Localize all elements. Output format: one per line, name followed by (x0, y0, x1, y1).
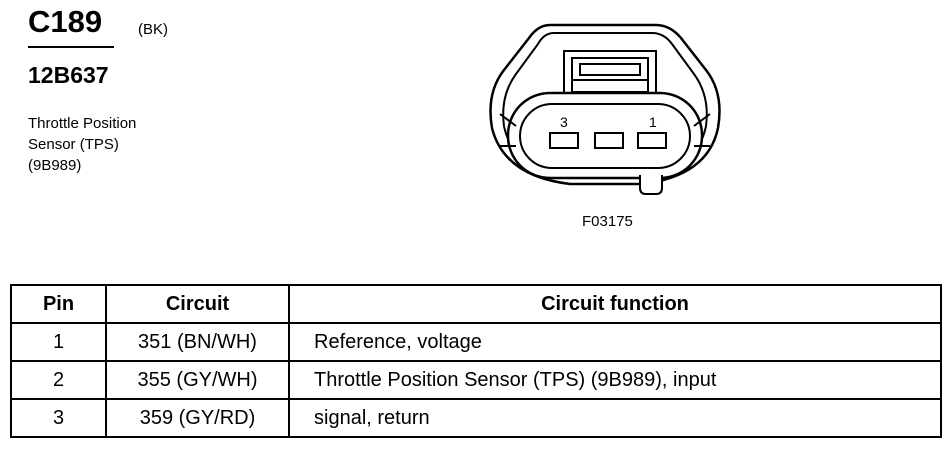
connector-id: C189 (28, 4, 103, 39)
terminal-2 (594, 132, 624, 149)
pinout-table: Pin Circuit Circuit function 1 351 (BN/W… (10, 284, 942, 438)
locking-tab-bar (579, 63, 641, 76)
cell-function: signal, return (288, 398, 942, 438)
key-notch (639, 175, 663, 195)
cell-function: Throttle Position Sensor (TPS) (9B989), … (288, 360, 942, 400)
header-circuit: Circuit (105, 284, 290, 324)
component-description: Throttle Position Sensor (TPS) (9B989) (28, 113, 136, 176)
connector-color-code: (BK) (138, 21, 168, 38)
header-pin: Pin (10, 284, 107, 324)
figure-code: F03175 (582, 213, 633, 230)
table-row: 3 359 (GY/RD) signal, return (10, 398, 942, 438)
cell-pin: 1 (10, 322, 107, 362)
part-number: 12B637 (28, 62, 109, 88)
connector-id-underline (28, 46, 114, 48)
cell-function: Reference, voltage (288, 322, 942, 362)
cell-circuit: 359 (GY/RD) (105, 398, 290, 438)
connector-face-diagram: 3 1 (489, 23, 721, 195)
component-description-line: Throttle Position (28, 115, 137, 132)
table-header-row: Pin Circuit Circuit function (10, 284, 942, 324)
component-description-line: (9B989) (28, 157, 82, 174)
table-row: 1 351 (BN/WH) Reference, voltage (10, 322, 942, 362)
cell-circuit: 351 (BN/WH) (105, 322, 290, 362)
housing-ridge (693, 113, 711, 127)
terminal-1 (637, 132, 667, 149)
pin-label-3: 3 (560, 114, 568, 130)
housing-ridge (499, 113, 517, 127)
cell-circuit: 355 (GY/WH) (105, 360, 290, 400)
component-description-line: Sensor (TPS) (28, 136, 119, 153)
table-row: 2 355 (GY/WH) Throttle Position Sensor (… (10, 360, 942, 400)
pin-label-1: 1 (649, 114, 657, 130)
header-circuit-function: Circuit function (288, 284, 942, 324)
cell-pin: 3 (10, 398, 107, 438)
terminal-3 (549, 132, 579, 149)
cell-pin: 2 (10, 360, 107, 400)
